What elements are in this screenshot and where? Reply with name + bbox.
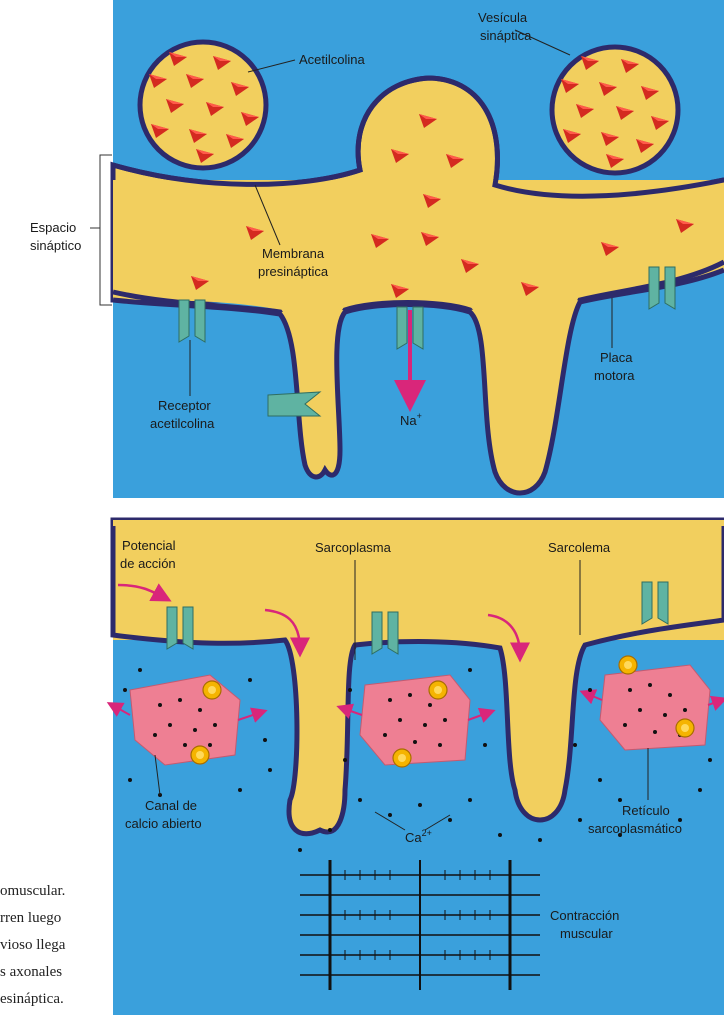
synaptic-space-bracket: Espacio sináptico [30,155,112,305]
label-canal-1: Canal de [145,798,197,813]
label-acetilcolina: Acetilcolina [299,52,366,67]
label-vesicula-2: sináptica [480,28,532,43]
label-placa-2: motora [594,368,635,383]
label-potencial-2: de acción [120,556,176,571]
label-receptor-1: Receptor [158,398,211,413]
synaptic-vesicle-left [140,42,266,168]
label-espacio-2: sináptico [30,238,81,253]
label-sarcoplasma: Sarcoplasma [315,540,392,555]
label-reticulo-1: Retículo [622,803,670,818]
bottom-panel: Potencial de acción Sarcoplasma Sarcolem… [112,520,724,1015]
label-canal-2: calcio abierto [125,816,202,831]
caption-line-5: esináptica. [0,991,64,1007]
label-membrana-2: presináptica [258,264,329,279]
label-placa-1: Placa [600,350,633,365]
label-membrana-1: Membrana [262,246,325,261]
label-espacio-1: Espacio [30,220,76,235]
label-vesicula-1: Vesícula [478,10,528,25]
caption-line-3: vioso llega [0,937,66,953]
top-panel: Acetilcolina Vesícula sináptica Membrana… [113,0,724,498]
caption-line-4: s axonales [0,964,62,980]
synaptic-vesicle-right [552,47,678,173]
side-caption: omuscular. rren luego vioso llega s axon… [0,883,66,1007]
caption-line-1: omuscular. [0,883,65,899]
label-receptor-2: acetilcolina [150,416,215,431]
label-reticulo-2: sarcoplasmático [588,821,682,836]
label-sarcolema: Sarcolema [548,540,611,555]
label-potencial-1: Potencial [122,538,176,553]
label-contraccion-2: muscular [560,926,613,941]
label-contraccion-1: Contracción [550,908,619,923]
caption-line-2: rren luego [0,910,61,926]
